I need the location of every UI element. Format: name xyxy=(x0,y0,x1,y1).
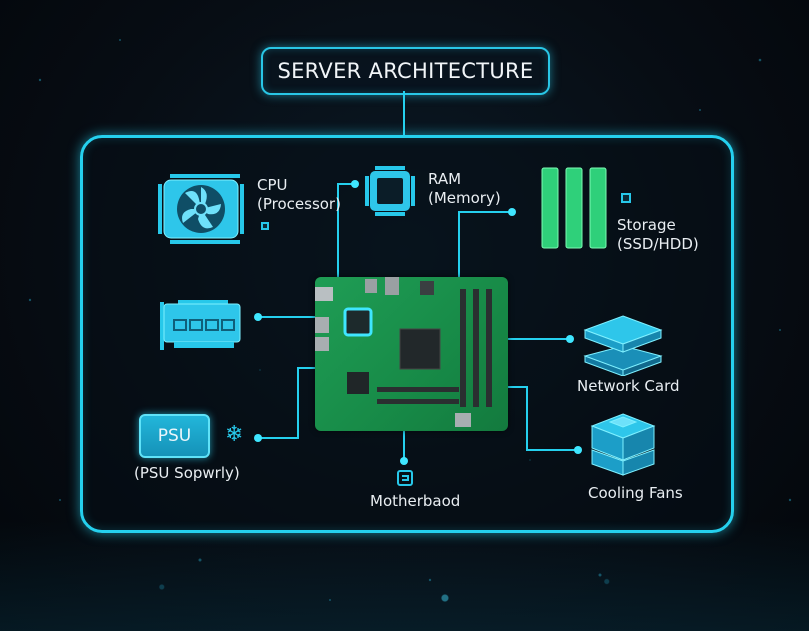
ram-label-line2: (Memory) xyxy=(428,189,501,207)
io-port xyxy=(315,337,329,351)
cpu-component[interactable] xyxy=(158,174,248,248)
cpu-label-line2: (Processor) xyxy=(257,195,341,213)
io-chip xyxy=(347,372,369,394)
cpu-socket xyxy=(343,307,373,337)
psu-connector-line xyxy=(258,367,318,439)
ram-slot xyxy=(486,289,492,407)
ram-slot xyxy=(460,289,466,407)
cpu-label-line1: CPU xyxy=(257,176,288,194)
connector-node xyxy=(351,180,359,188)
title-box: SERVER ARCHITECTURE xyxy=(261,47,550,95)
cooling-connector-line xyxy=(503,386,578,451)
psu-box-label: PSU xyxy=(157,426,192,446)
ram-slot xyxy=(473,289,479,407)
network-card-label: Network Card xyxy=(577,377,680,395)
cpu-fan-icon xyxy=(158,174,244,244)
io-port xyxy=(420,281,434,295)
motherboard[interactable] xyxy=(315,277,508,431)
connector-node xyxy=(566,335,574,343)
io-port xyxy=(365,279,377,293)
connector-node xyxy=(400,457,408,465)
motherboard-glyph-icon xyxy=(397,470,413,486)
cpu-label: CPU (Processor) xyxy=(257,176,341,214)
connector-node xyxy=(254,313,262,321)
ram-label: RAM (Memory) xyxy=(428,170,501,208)
connector-node xyxy=(508,208,516,216)
server-block-icon xyxy=(590,413,656,476)
chipset xyxy=(399,328,441,370)
psu-caption: (PSU Sopwrly) xyxy=(134,464,240,482)
pcie-slot xyxy=(377,399,459,404)
nic-component[interactable] xyxy=(160,300,242,356)
ram-label-line1: RAM xyxy=(428,170,462,188)
cooling-fans-label: Cooling Fans xyxy=(588,484,683,502)
memory-modules-icon xyxy=(541,167,607,249)
storage-label-line2: (SSD/HDD) xyxy=(617,235,699,253)
io-port xyxy=(455,413,471,427)
io-port xyxy=(315,287,333,301)
network-expansion-card-icon xyxy=(160,300,241,350)
chip-icon xyxy=(365,166,415,216)
stacked-server-icon xyxy=(583,315,663,377)
storage-label: Storage (SSD/HDD) xyxy=(617,216,699,254)
cooling-fans-component[interactable] xyxy=(590,412,656,480)
snowflake-icon: ❄ xyxy=(225,422,244,447)
storage-label-line1: Storage xyxy=(617,216,676,234)
pcie-slot xyxy=(377,387,459,392)
ram-component[interactable] xyxy=(365,166,415,220)
io-port xyxy=(315,317,329,333)
io-port xyxy=(385,277,399,295)
ram-connector-line xyxy=(337,183,355,287)
diagram-title: SERVER ARCHITECTURE xyxy=(277,59,534,83)
psu-component[interactable]: PSU xyxy=(139,414,210,458)
storage-connector-line xyxy=(458,211,512,284)
connector-node xyxy=(254,434,262,442)
small-chip-icon xyxy=(621,193,631,203)
motherboard-label: Motherbaod xyxy=(370,492,461,510)
storage-component[interactable] xyxy=(538,166,610,254)
network-card-component[interactable] xyxy=(583,312,663,380)
motherboard-graphic xyxy=(315,277,492,427)
connector-node xyxy=(574,446,582,454)
small-chip-icon xyxy=(261,222,269,230)
background-data-floor xyxy=(0,521,809,631)
